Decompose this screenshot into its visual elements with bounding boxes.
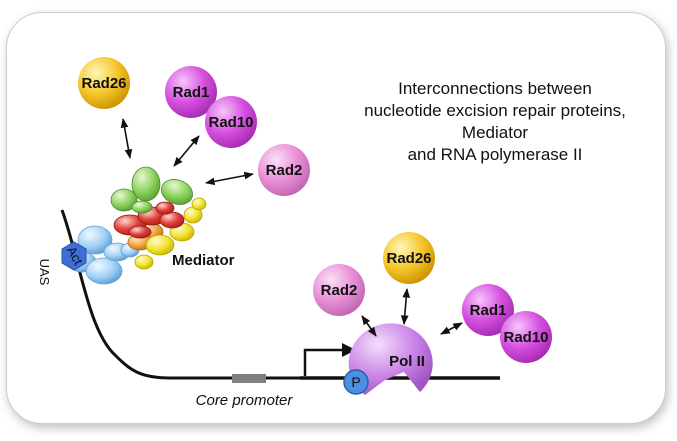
svg-text:Rad1: Rad1 (470, 302, 507, 319)
title-line-1: Interconnections between (398, 79, 592, 98)
rad1-top: Rad1 (165, 66, 217, 118)
rad2-bottom: Rad2 (313, 264, 365, 316)
svg-text:Rad26: Rad26 (81, 75, 126, 92)
arrow-rad1-mediator (173, 135, 200, 167)
core-promoter-label: Core promoter (196, 392, 294, 409)
rad2-top: Rad2 (258, 144, 310, 196)
arrow-rad26-mediator (120, 118, 133, 159)
pol2-label: Pol II (389, 353, 425, 370)
svg-text:Rad1: Rad1 (173, 84, 210, 101)
svg-text:Rad2: Rad2 (321, 282, 358, 299)
arrow-rad1-pol2 (440, 322, 463, 335)
svg-text:P: P (351, 374, 360, 390)
transcription-start-arrow (303, 348, 345, 376)
core-promoter-box (232, 374, 266, 383)
arrow-rad2-mediator (205, 171, 254, 186)
svg-text:Rad2: Rad2 (266, 162, 303, 179)
rad1-bottom: Rad1 (462, 284, 514, 336)
rad10-top: Rad10 (205, 96, 257, 148)
title-line-2: nucleotide excision repair proteins, (364, 101, 626, 120)
mediator-label: Mediator (172, 252, 235, 269)
diagram-title: Interconnections between nucleotide exci… (330, 78, 660, 166)
arrow-rad2-pol2 (361, 315, 377, 337)
transcription-start-arrowhead (342, 343, 356, 357)
uas-label: UAS (37, 259, 52, 286)
svg-text:Rad10: Rad10 (208, 114, 253, 131)
svg-text:Rad10: Rad10 (503, 329, 548, 346)
rad26-top: Rad26 (78, 57, 130, 109)
arrow-rad26-pol2 (400, 288, 411, 325)
title-line-4: and RNA polymerase II (407, 145, 583, 164)
rad26-bottom: Rad26 (383, 232, 435, 284)
svg-text:Rad26: Rad26 (386, 250, 431, 267)
phospho-p: P (343, 369, 369, 395)
title-line-3: Mediator (461, 123, 529, 142)
pol2-complex: Pol II (348, 323, 433, 395)
activator-hexagon: Act (61, 241, 87, 271)
rad10-bottom: Rad10 (500, 311, 552, 363)
